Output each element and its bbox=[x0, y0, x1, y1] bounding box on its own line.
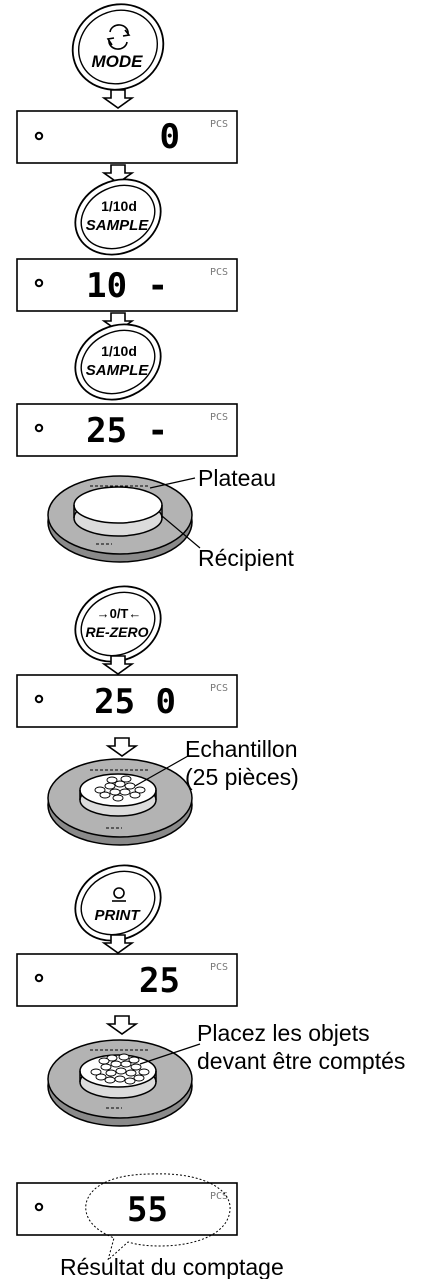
display-6-unit: PCS bbox=[210, 1191, 228, 1202]
print-button[interactable]: PRINT bbox=[63, 852, 173, 954]
display-2-unit: PCS bbox=[210, 267, 228, 278]
display-3-value: 25 - bbox=[86, 411, 168, 451]
arrow-1 bbox=[103, 89, 133, 109]
echantillon-label-1: Echantillon bbox=[185, 736, 298, 762]
recipient-label: Récipient bbox=[198, 545, 294, 571]
pan-with-objects bbox=[47, 1039, 201, 1127]
count-pieces bbox=[90, 1053, 150, 1085]
mode-button-label: MODE bbox=[92, 52, 144, 71]
display-5-value: 25 bbox=[139, 961, 180, 1001]
sample-button-2-line1: 1/10d bbox=[101, 343, 137, 359]
rezero-button-line1: →0/T← bbox=[97, 606, 142, 621]
pan-with-sample bbox=[47, 755, 193, 846]
plateau-label: Plateau bbox=[198, 465, 276, 491]
display-2: 10 - PCS bbox=[16, 258, 238, 312]
display-5: 25 PCS bbox=[16, 953, 238, 1007]
echantillon-label-2: (25 pièces) bbox=[185, 764, 299, 790]
sample-button-1-line1: 1/10d bbox=[101, 198, 137, 214]
rezero-button[interactable]: →0/T← RE-ZERO bbox=[63, 573, 173, 675]
placez-label-1: Placez les objets bbox=[197, 1020, 370, 1046]
display-1-unit: PCS bbox=[210, 119, 228, 130]
sample-pieces bbox=[94, 775, 146, 802]
sample-button-1-label: SAMPLE bbox=[86, 217, 150, 234]
sample-button-2[interactable]: 1/10d SAMPLE bbox=[63, 311, 173, 413]
print-button-label: PRINT bbox=[95, 907, 142, 924]
display-4: 25 0 PCS bbox=[16, 674, 238, 728]
resultat-label: Résultat du comptage bbox=[60, 1254, 284, 1279]
print-circle-icon bbox=[112, 887, 126, 902]
sample-button-1[interactable]: 1/10d SAMPLE bbox=[63, 166, 173, 268]
placez-label-2: devant être comptés bbox=[197, 1048, 405, 1074]
display-5-unit: PCS bbox=[210, 962, 228, 973]
sample-button-2-label: SAMPLE bbox=[86, 362, 150, 379]
rezero-button-label: RE-ZERO bbox=[86, 624, 149, 640]
pan-with-container bbox=[47, 475, 201, 563]
cycle-arrows-icon bbox=[106, 24, 131, 50]
display-1-value: 0 bbox=[160, 117, 180, 157]
mode-button[interactable]: MODE bbox=[59, 0, 178, 105]
display-1: 0 PCS bbox=[16, 110, 238, 164]
display-4-unit: PCS bbox=[210, 683, 228, 694]
display-3-unit: PCS bbox=[210, 412, 228, 423]
display-6-value: 55 bbox=[127, 1190, 168, 1230]
display-2-value: 10 - bbox=[86, 266, 168, 306]
arrow-7 bbox=[107, 1015, 137, 1035]
display-4-value: 25 0 bbox=[94, 682, 176, 722]
arrow-5 bbox=[107, 737, 137, 757]
display-6: 55 PCS bbox=[16, 1182, 238, 1236]
display-3: 25 - PCS bbox=[16, 403, 238, 457]
result-callout-balloon bbox=[85, 1173, 231, 1262]
